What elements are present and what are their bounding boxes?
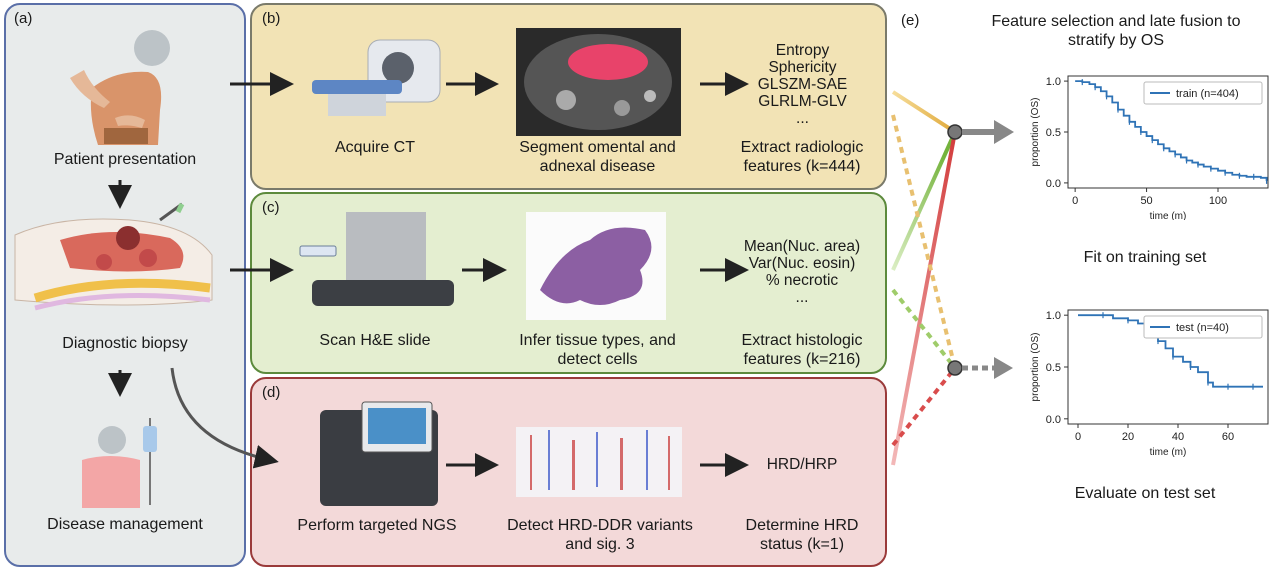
x-tick-label: 60 — [1222, 431, 1234, 443]
e-title: Feature selection and late fusion to str… — [958, 12, 1274, 50]
x-axis-label: time (m) — [1150, 211, 1187, 220]
e-title-line1: Feature selection and late fusion to — [991, 13, 1241, 30]
c-feature: ... — [795, 289, 809, 306]
y-tick-label: 0.5 — [1046, 127, 1061, 139]
x-tick-label: 0 — [1072, 195, 1078, 207]
km-curve — [1078, 314, 1263, 388]
b-acquire-ct: Acquire CT — [334, 139, 416, 156]
panel-b-label: (b) — [262, 10, 281, 27]
x-axis-label: time (m) — [1150, 447, 1187, 458]
c-feature: Var(Nuc. eosin) — [748, 255, 856, 272]
c-extract-caption: Extract histologic features (k=216) — [722, 331, 882, 369]
d-detect-caption: Detect HRD-DDR variants and sig. 3 — [490, 516, 710, 554]
b-extract-line1: Extract radiologic — [740, 139, 864, 156]
c-feature: % necrotic — [765, 272, 839, 289]
y-tick-label: 0.0 — [1046, 178, 1061, 190]
b-segment-caption: Segment omental and adnexal disease — [495, 138, 700, 176]
panel-c-label: (c) — [262, 199, 280, 216]
c-extract-line1: Extract histologic — [741, 332, 863, 349]
e-test-caption: Evaluate on test set — [1074, 485, 1216, 502]
d-detect-line2: and sig. 3 — [565, 536, 635, 553]
d-perform-ngs: Perform targeted NGS — [297, 517, 457, 534]
biopsy-anatomy-icon — [14, 202, 213, 311]
panel-a-label: (a) — [14, 10, 33, 27]
x-tick-label: 0 — [1075, 431, 1081, 443]
d-extract-caption: Determine HRD status (k=1) — [722, 516, 882, 554]
slide-scanner-icon — [299, 212, 454, 306]
b-feature: Entropy — [775, 42, 830, 59]
b-feature-list: Entropy Sphericity GLSZM-SAE GLRLM-GLV .… — [730, 42, 875, 127]
b-feature: GLRLM-GLV — [758, 93, 847, 110]
x-tick-label: 50 — [1140, 195, 1152, 207]
e-train-caption: Fit on training set — [1083, 249, 1207, 266]
panel-d-label: (d) — [262, 384, 281, 401]
d-detect-line1: Detect HRD-DDR variants — [507, 517, 693, 534]
b-segment-line2: adnexal disease — [539, 158, 656, 175]
c-extract-line2: features (k=216) — [743, 351, 861, 368]
b-extract-caption: Extract radiologic features (k=444) — [722, 138, 882, 176]
x-tick-label: 40 — [1172, 431, 1184, 443]
x-tick-label: 20 — [1122, 431, 1134, 443]
km-curve — [1075, 80, 1268, 181]
d-extract-line1: Determine HRD — [745, 517, 859, 534]
variant-heatmap-image — [516, 427, 682, 497]
y-axis-label: proportion (OS) — [1030, 333, 1041, 402]
treatment-icon — [82, 418, 157, 508]
fusion-connectors — [891, 90, 1014, 466]
step-patient-presentation: Patient presentation — [53, 151, 197, 168]
c-infer-caption: Infer tissue types, and detect cells — [495, 331, 700, 369]
y-tick-label: 0.0 — [1046, 414, 1061, 426]
km-chart-train: 0 50 100 0.0 0.5 1.0 time (m) proportion (OS) tr… — [1030, 75, 1269, 220]
x-tick-label: 100 — [1209, 195, 1227, 207]
b-feature: GLSZM-SAE — [757, 76, 848, 93]
y-tick-label: 0.5 — [1046, 362, 1061, 374]
e-title-line2: stratify by OS — [1067, 32, 1165, 49]
d-feature-list: HRD/HRP — [722, 456, 882, 473]
legend-label: train (n=404) — [1176, 88, 1239, 100]
y-tick-label: 1.0 — [1046, 76, 1061, 88]
ngs-sequencer-icon — [320, 401, 438, 506]
c-feature-list: Mean(Nuc. area) Var(Nuc. eosin) % necrot… — [722, 238, 882, 306]
legend-box — [1143, 81, 1263, 105]
d-extract-line2: status (k=1) — [759, 536, 845, 553]
y-tick-label: 1.0 — [1046, 310, 1061, 322]
d-feature: HRD/HRP — [766, 456, 838, 473]
he-tissue-image — [526, 212, 666, 320]
c-scan-slide: Scan H&E slide — [319, 332, 431, 349]
legend-label: test (n=40) — [1176, 322, 1229, 334]
patient-icon — [70, 30, 170, 145]
step-disease-management: Disease management — [47, 516, 203, 533]
b-segment-line1: Segment omental and — [519, 139, 676, 156]
panel-e-label: (e) — [901, 12, 920, 29]
y-axis-label: proportion (OS) — [1030, 98, 1041, 167]
c-feature: Mean(Nuc. area) — [743, 238, 861, 255]
km-chart-test: 0 20 40 60 0.0 0.5 1.0 time (m) proportion (OS) t… — [1030, 309, 1269, 458]
b-feature: Sphericity — [768, 59, 837, 76]
ct-scanner-icon — [312, 39, 441, 116]
c-infer-line1: Infer tissue types, and — [519, 332, 676, 349]
legend-box — [1143, 315, 1263, 339]
ct-segmentation-image — [516, 28, 681, 136]
step-diagnostic-biopsy: Diagnostic biopsy — [62, 335, 188, 352]
c-infer-line2: detect cells — [557, 351, 638, 368]
b-extract-line2: features (k=444) — [743, 158, 861, 175]
b-feature: ... — [796, 110, 809, 127]
